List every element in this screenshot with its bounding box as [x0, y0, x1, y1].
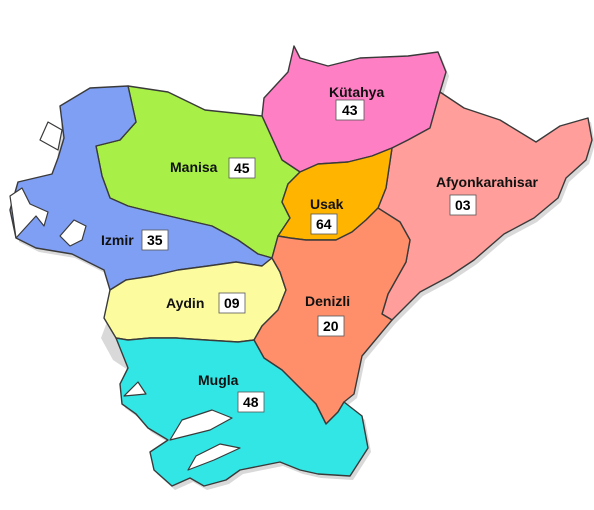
code-box-afyon: [449, 194, 477, 216]
code-box-mugla: [237, 391, 265, 413]
code-box-kutahya: [335, 99, 365, 121]
label-afyon: Afyonkarahisar: [436, 174, 538, 190]
code-box-manisa: [228, 157, 256, 179]
coastline-inlets: [9, 121, 241, 471]
code-box-denizli: [317, 315, 345, 337]
code-box-usak: [310, 213, 338, 235]
code-usak: 64: [316, 216, 332, 232]
map-regions: [9, 45, 593, 487]
label-manisa: Manisa: [170, 159, 218, 175]
code-manisa: 45: [234, 160, 250, 176]
code-mugla: 48: [243, 394, 259, 410]
code-box-izmir: [141, 229, 169, 251]
label-usak: Usak: [310, 196, 344, 212]
code-izmir: 35: [147, 232, 163, 248]
code-aydin: 09: [224, 295, 240, 311]
label-aydin: Aydin: [166, 295, 204, 311]
code-denizli: 20: [323, 318, 339, 334]
code-kutahya: 43: [342, 102, 358, 118]
label-denizli: Denizli: [305, 293, 350, 309]
label-kutahya: Kütahya: [329, 84, 384, 100]
labels: Kütahya 43 Manisa 45 Izmir 35 Usak 64 Af…: [101, 84, 538, 413]
code-box-aydin: [218, 292, 246, 314]
label-mugla: Mugla: [198, 372, 239, 388]
label-izmir: Izmir: [101, 232, 134, 248]
code-afyon: 03: [455, 197, 471, 213]
